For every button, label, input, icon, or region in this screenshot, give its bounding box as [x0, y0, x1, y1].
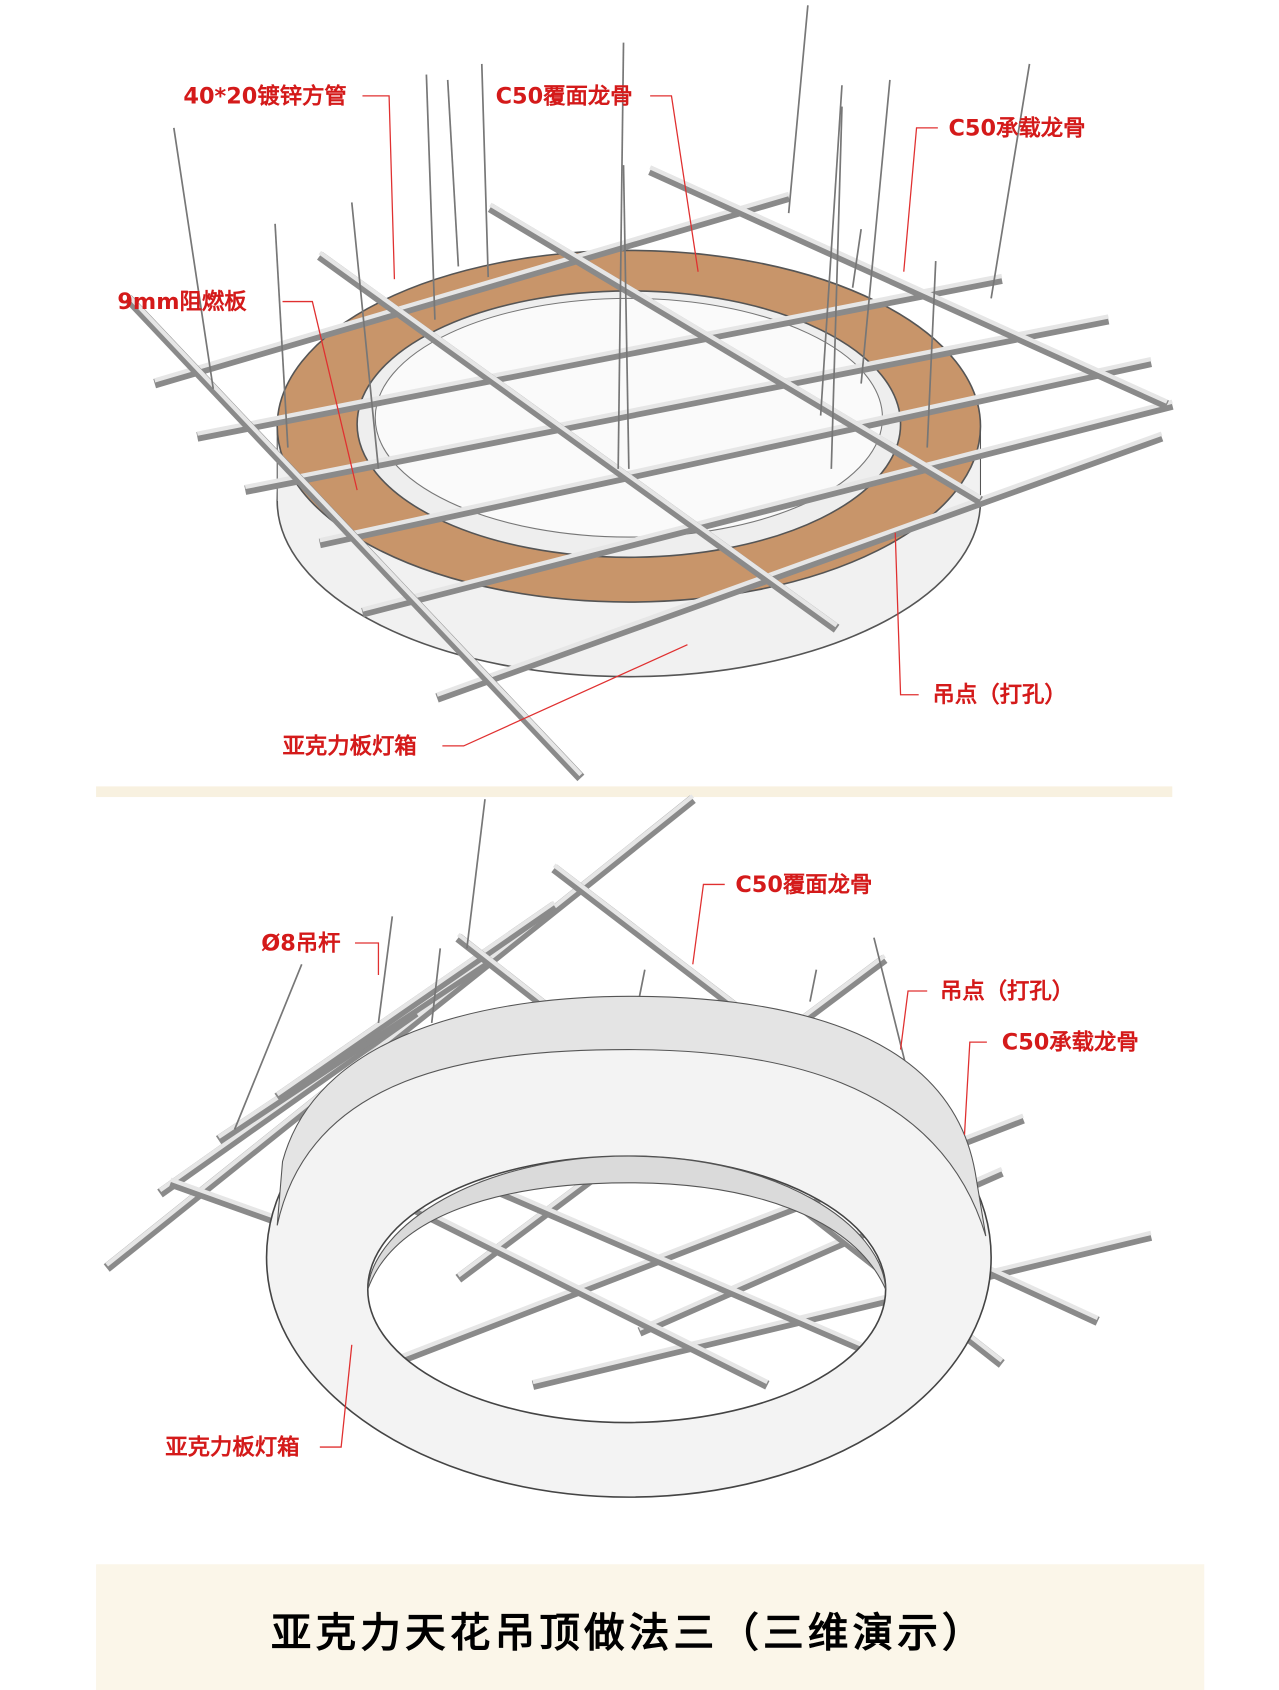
label-bearing-keel: C50承载龙骨	[1002, 1030, 1139, 1056]
hanger-rod	[851, 228, 862, 288]
keel-rail-highlight	[126, 293, 583, 777]
keel-rail-highlight	[196, 273, 1003, 436]
keel-rail-highlight	[404, 1198, 769, 1384]
keel-rail	[487, 203, 983, 505]
hanger-rod	[860, 79, 891, 384]
label-acrylic-lightbox: 亚克力板灯箱	[283, 732, 417, 759]
hanger-rod	[173, 127, 215, 390]
label-acrylic-lightbox: 亚克力板灯箱	[165, 1434, 299, 1461]
separator-band	[96, 786, 1173, 798]
leader-line	[963, 1041, 987, 1135]
keel-rail	[124, 295, 585, 782]
leader-line	[362, 95, 396, 280]
leader-line	[894, 532, 919, 696]
hanger-rod	[466, 799, 486, 949]
leader-line	[442, 644, 688, 747]
leader-line	[899, 990, 928, 1050]
keel-rail-highlight	[532, 1230, 1152, 1385]
hanger-rod	[638, 969, 646, 997]
leader-line	[354, 942, 380, 976]
keel-rail-highlight	[489, 202, 982, 500]
leader-line	[903, 127, 938, 272]
keel-rail	[274, 901, 557, 1102]
leader-line	[692, 883, 725, 965]
hanger-rod	[622, 165, 630, 469]
keel-rail-highlight	[552, 863, 737, 1006]
keel-rail	[361, 400, 1174, 618]
hanger-rod	[830, 106, 843, 469]
hanger-rod	[274, 223, 289, 448]
hanger-rod	[377, 916, 394, 1024]
hanger-rod	[819, 85, 843, 416]
label-cover-keel: C50覆面龙骨	[496, 83, 633, 109]
hanger-rod	[990, 63, 1031, 299]
keel-rail-highlight	[649, 165, 1168, 404]
keel-rail	[318, 357, 1152, 549]
hanger-rod	[480, 63, 490, 278]
keel-rail-highlight	[275, 900, 556, 1097]
top-keel-grid	[124, 5, 1174, 782]
keel-rail	[435, 432, 1164, 703]
bottom-annotations: C50覆面龙骨 Ø8吊杆 吊点（打孔） C50承载龙骨 亚克力板灯箱	[165, 872, 1138, 1461]
keel-rail-highlight	[105, 794, 695, 1267]
hanger-rod	[446, 79, 460, 267]
keel-rail	[477, 1178, 876, 1358]
keel-rail-highlight	[244, 314, 1109, 490]
keel-rail-highlight	[478, 1177, 875, 1353]
hanger-rod	[233, 964, 303, 1130]
bottom-lightbox-ring	[265, 995, 992, 1498]
hanger-rod	[787, 5, 809, 214]
keel-rail-highlight	[361, 399, 1173, 612]
top-annotations: 40*20镀锌方管 C50覆面龙骨 C50承载龙骨 9mm阻燃板 吊点（打孔） …	[117, 82, 1085, 759]
hanger-rod	[425, 74, 436, 320]
label-hang-point: 吊点（打孔）	[940, 978, 1074, 1004]
title-band	[96, 1564, 1205, 1690]
keel-rail-highlight	[436, 431, 1163, 697]
keel-rail-highlight	[318, 250, 838, 628]
label-fire-board: 9mm阻燃板	[117, 288, 247, 315]
keel-rail	[648, 166, 1169, 410]
keel-rail	[551, 864, 739, 1011]
hanger-rod	[350, 202, 380, 469]
leader-line	[650, 95, 699, 272]
keel-rail-highlight	[154, 191, 790, 383]
keel-rail	[244, 314, 1110, 495]
label-bearing-keel: C50承载龙骨	[949, 115, 1086, 141]
keel-rail-highlight	[319, 357, 1152, 543]
keel-rail	[531, 1231, 1153, 1390]
hanger-rod	[430, 948, 442, 1024]
label-rod: Ø8吊杆	[261, 930, 340, 956]
leader-line	[319, 1344, 353, 1448]
hanger-rod	[873, 937, 907, 1066]
hanger-rod	[809, 969, 818, 1002]
keel-rail	[153, 192, 791, 389]
hanger-rod	[926, 261, 937, 448]
hanger-rod	[617, 42, 625, 469]
leader-line	[282, 300, 358, 491]
label-galvanized-tube: 40*20镀锌方管	[183, 82, 346, 109]
page-title: 亚克力天花吊顶做法三（三维演示）	[271, 1608, 987, 1656]
label-cover-keel: C50覆面龙骨	[735, 872, 872, 898]
label-hang-point: 吊点（打孔）	[933, 682, 1067, 708]
keel-rail	[402, 1199, 770, 1390]
keel-rail	[317, 251, 840, 633]
